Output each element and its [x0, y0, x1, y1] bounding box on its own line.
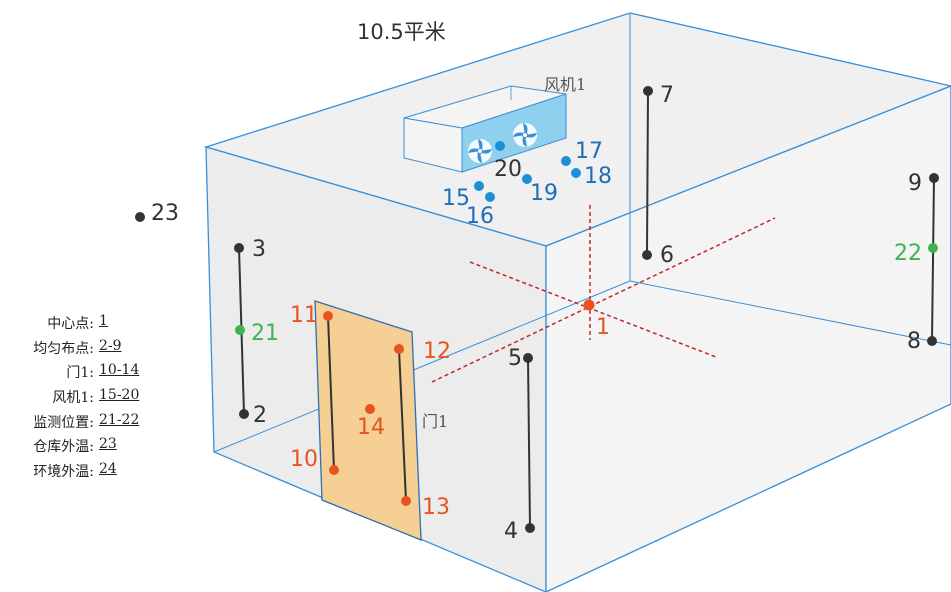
- point-14-label: 14: [357, 415, 385, 440]
- point-8-label: 8: [907, 329, 921, 354]
- fan-label: 风机1: [544, 75, 586, 94]
- point-16-marker: [485, 192, 495, 202]
- point-15-label: 15: [442, 186, 470, 211]
- point-2-label: 2: [253, 403, 267, 428]
- point-15-marker: [474, 181, 484, 191]
- point-21-label: 21: [251, 321, 279, 346]
- legend-row: 环境外温: 24: [6, 461, 156, 486]
- point-10-label: 10: [290, 447, 318, 472]
- point-9-label: 9: [908, 171, 922, 196]
- point-22-label: 22: [894, 241, 922, 266]
- point-12-marker: [394, 344, 404, 354]
- legend-row: 仓库外温: 23: [6, 436, 156, 461]
- point-14-marker: [365, 404, 375, 414]
- legend-value: 23: [99, 436, 117, 453]
- point-21-marker: [235, 325, 245, 335]
- legend-key: 中心点:: [47, 316, 94, 332]
- point-12-label: 12: [423, 339, 451, 364]
- point-17-marker: [561, 156, 571, 166]
- point-7-marker: [643, 86, 653, 96]
- point-16-label: 16: [466, 204, 494, 229]
- point-1-label: 1: [596, 315, 610, 340]
- point-20-label: 20: [494, 157, 522, 182]
- legend-value: 24: [99, 461, 117, 478]
- legend-key: 风机1:: [52, 390, 94, 407]
- legend-key: 均匀布点:: [33, 340, 94, 357]
- legend-value: 15-20: [99, 387, 140, 404]
- point-18-label: 18: [584, 164, 612, 189]
- point-4-marker: [525, 523, 535, 533]
- point-5-marker: [523, 353, 533, 363]
- probe-pole: [327, 315, 335, 471]
- door-label: 门1: [422, 412, 448, 431]
- point-3-marker: [234, 243, 244, 253]
- point-22-marker: [928, 243, 938, 253]
- point-9-marker: [929, 173, 939, 183]
- probe-pole: [398, 348, 407, 502]
- legend-value: 21-22: [99, 411, 140, 428]
- point-6-label: 6: [660, 243, 674, 268]
- point-23-label: 23: [151, 201, 179, 226]
- point-1-marker: [583, 299, 595, 311]
- point-4-label: 4: [504, 519, 518, 544]
- point-13-marker: [401, 496, 411, 506]
- probe-pole: [646, 90, 649, 256]
- point-19-marker: [522, 174, 532, 184]
- point-7-label: 7: [660, 83, 674, 108]
- legend-key: 仓库外温:: [33, 439, 94, 456]
- point-8-marker: [927, 336, 937, 346]
- room-area-title: 10.5平米: [357, 20, 446, 44]
- fan-blade-icon: [513, 123, 537, 147]
- point-18-marker: [571, 168, 581, 178]
- point-5-label: 5: [508, 346, 522, 371]
- point-19-label: 19: [530, 181, 558, 206]
- probe-pole: [931, 177, 935, 342]
- legend-key: 门1:: [66, 365, 94, 382]
- point-10-marker: [329, 465, 339, 475]
- hidden-floor-edge-right: [629, 280, 951, 346]
- legend: 中心点: 1 均匀布点: 2-9 门1: 10-14 风机1: 15-20 监测位置: 21-22…: [6, 313, 156, 486]
- legend-value: 1: [99, 313, 108, 329]
- legend-row: 中心点: 1: [6, 313, 156, 338]
- legend-row: 均匀布点: 2-9: [6, 338, 156, 363]
- legend-key: 环境外温:: [33, 464, 94, 481]
- point-3-label: 3: [252, 237, 266, 262]
- fan-blade-icon: [468, 139, 492, 163]
- fan-unit: [403, 85, 567, 173]
- legend-value: 10-14: [99, 362, 140, 379]
- center-crosshair: [431, 205, 776, 383]
- point-13-label: 13: [422, 495, 450, 520]
- hidden-floor-edge-left: [213, 280, 631, 453]
- legend-value: 2-9: [99, 337, 122, 354]
- point-11-marker: [323, 311, 333, 321]
- point-23-marker: [135, 212, 145, 222]
- legend-row: 风机1: 15-20: [6, 387, 156, 412]
- legend-row: 门1: 10-14: [6, 362, 156, 387]
- point-20-marker: [495, 141, 505, 151]
- door-panel: [314, 300, 422, 541]
- point-17-label: 17: [575, 139, 603, 164]
- point-11-label: 11: [290, 303, 318, 328]
- point-2-marker: [239, 409, 249, 419]
- legend-key: 监测位置:: [33, 414, 94, 431]
- legend-row: 监测位置: 21-22: [6, 412, 156, 437]
- point-6-marker: [642, 250, 652, 260]
- probe-pole: [527, 357, 531, 529]
